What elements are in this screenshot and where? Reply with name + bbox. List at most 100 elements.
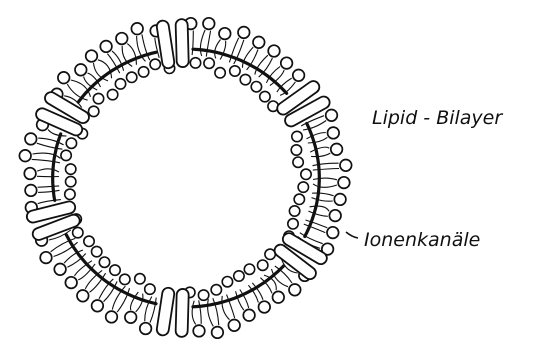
lipid-head <box>212 327 224 339</box>
lipid-head <box>77 290 89 302</box>
lipid-head <box>24 168 36 180</box>
lipid-head <box>58 72 70 84</box>
lipid-tail <box>308 137 328 143</box>
lipid-head <box>243 309 255 321</box>
lipid-head <box>268 45 280 57</box>
lipid-head <box>334 194 346 206</box>
lipid-tail <box>313 169 339 171</box>
lipid-head-inner <box>127 72 137 82</box>
lipid-head-inner <box>260 91 270 101</box>
lipid-head-inner <box>93 93 103 103</box>
lipid-head-inner <box>234 271 244 281</box>
lipid-tail <box>310 206 330 211</box>
lipid-head-inner <box>61 150 71 160</box>
lipid-head <box>86 50 98 62</box>
lipid-head <box>125 312 137 324</box>
lipid-head <box>54 264 66 276</box>
lipid-head-inner <box>291 145 301 155</box>
lipid-tail <box>308 211 327 216</box>
lipid-head-inner <box>135 274 145 284</box>
lipid-head <box>281 57 293 69</box>
lipid-head <box>326 110 338 122</box>
lipid-head-inner <box>107 89 117 99</box>
lipid-head-inner <box>222 277 232 287</box>
lipid-head <box>327 227 339 239</box>
lipid-head <box>203 18 215 30</box>
inner-bilayer-arcs <box>53 49 320 307</box>
lipid-head <box>328 127 340 139</box>
lipid-head <box>289 284 301 296</box>
lipid-head <box>331 144 343 156</box>
lipid-tail <box>199 300 202 324</box>
lipid-head-inner <box>240 74 250 84</box>
lipid-tail <box>192 31 193 56</box>
lipid-tail <box>38 200 61 204</box>
lipid-head-inner <box>66 138 76 148</box>
lipid-tail <box>37 169 59 172</box>
lipid-head <box>293 70 305 82</box>
lipid-head <box>19 150 31 162</box>
lipid-head <box>259 301 271 313</box>
lipid-tail <box>215 40 221 59</box>
lipid-head-inner <box>138 67 148 77</box>
lipid-tail <box>200 30 205 56</box>
lipid-bilayer-label: Lipid - Bilayer <box>372 107 503 129</box>
lipid-tail <box>38 190 59 192</box>
lipid-head <box>228 320 240 332</box>
lipid-head <box>238 27 250 39</box>
lipid-head <box>92 300 104 312</box>
lipid-tail <box>311 153 330 156</box>
ion-channel-pointer <box>346 232 358 238</box>
lipid-head-inner <box>65 189 75 199</box>
lipid-head <box>219 28 231 40</box>
lipid-head-inner <box>251 82 261 92</box>
lipid-tail <box>313 184 337 187</box>
lipid-head <box>131 23 143 35</box>
lipid-head-inner <box>145 284 155 294</box>
lipid-head-inner <box>150 59 160 69</box>
lipid-head <box>273 291 285 303</box>
lipid-head-inner <box>244 264 254 274</box>
lipid-head <box>340 160 352 172</box>
lipid-head <box>100 41 112 53</box>
lipid-head-inner <box>115 79 125 89</box>
lipid-tail <box>310 147 329 152</box>
lipid-head-inner <box>190 58 200 68</box>
lipid-tail <box>312 193 334 196</box>
lipid-head-inner <box>211 285 221 295</box>
lipid-head-inner <box>230 66 240 76</box>
lipid-head <box>338 177 350 189</box>
lipid-head <box>106 311 118 323</box>
lipid-head-inner <box>84 236 94 246</box>
lipid-head <box>116 33 128 45</box>
lipid-head-inner <box>99 257 109 267</box>
lipid-head-inner <box>66 164 76 174</box>
lipid-head-inner <box>289 206 299 216</box>
lipid-head <box>329 210 341 222</box>
lipid-head <box>25 133 37 145</box>
lipid-head <box>140 323 152 335</box>
lipid-head-inner <box>120 274 130 284</box>
lipid-head-inner <box>110 265 120 275</box>
lipid-head-inner <box>301 169 311 179</box>
lipid-head-inner <box>292 131 302 141</box>
lipid-head <box>253 37 265 49</box>
lipid-tail <box>313 163 339 166</box>
ion-channels-label: Ionenkanäle <box>364 229 480 251</box>
lipid-head-inner <box>215 68 225 78</box>
lipid-head-inner <box>294 194 304 204</box>
lipid-tail <box>312 198 333 202</box>
lipid-head-inner <box>198 290 208 300</box>
ion-channel-protein <box>176 289 189 337</box>
lipid-head-inner <box>288 219 298 229</box>
lipid-tail <box>32 159 60 162</box>
ion-channel-protein <box>156 287 175 336</box>
lipid-tail <box>192 301 196 325</box>
lipid-head-inner <box>298 182 308 192</box>
lipid-head <box>65 277 77 289</box>
lipid-tail <box>220 41 226 60</box>
lipid-head-inner <box>73 227 83 237</box>
lipid-tail <box>313 178 337 180</box>
lipid-tail <box>206 31 210 57</box>
